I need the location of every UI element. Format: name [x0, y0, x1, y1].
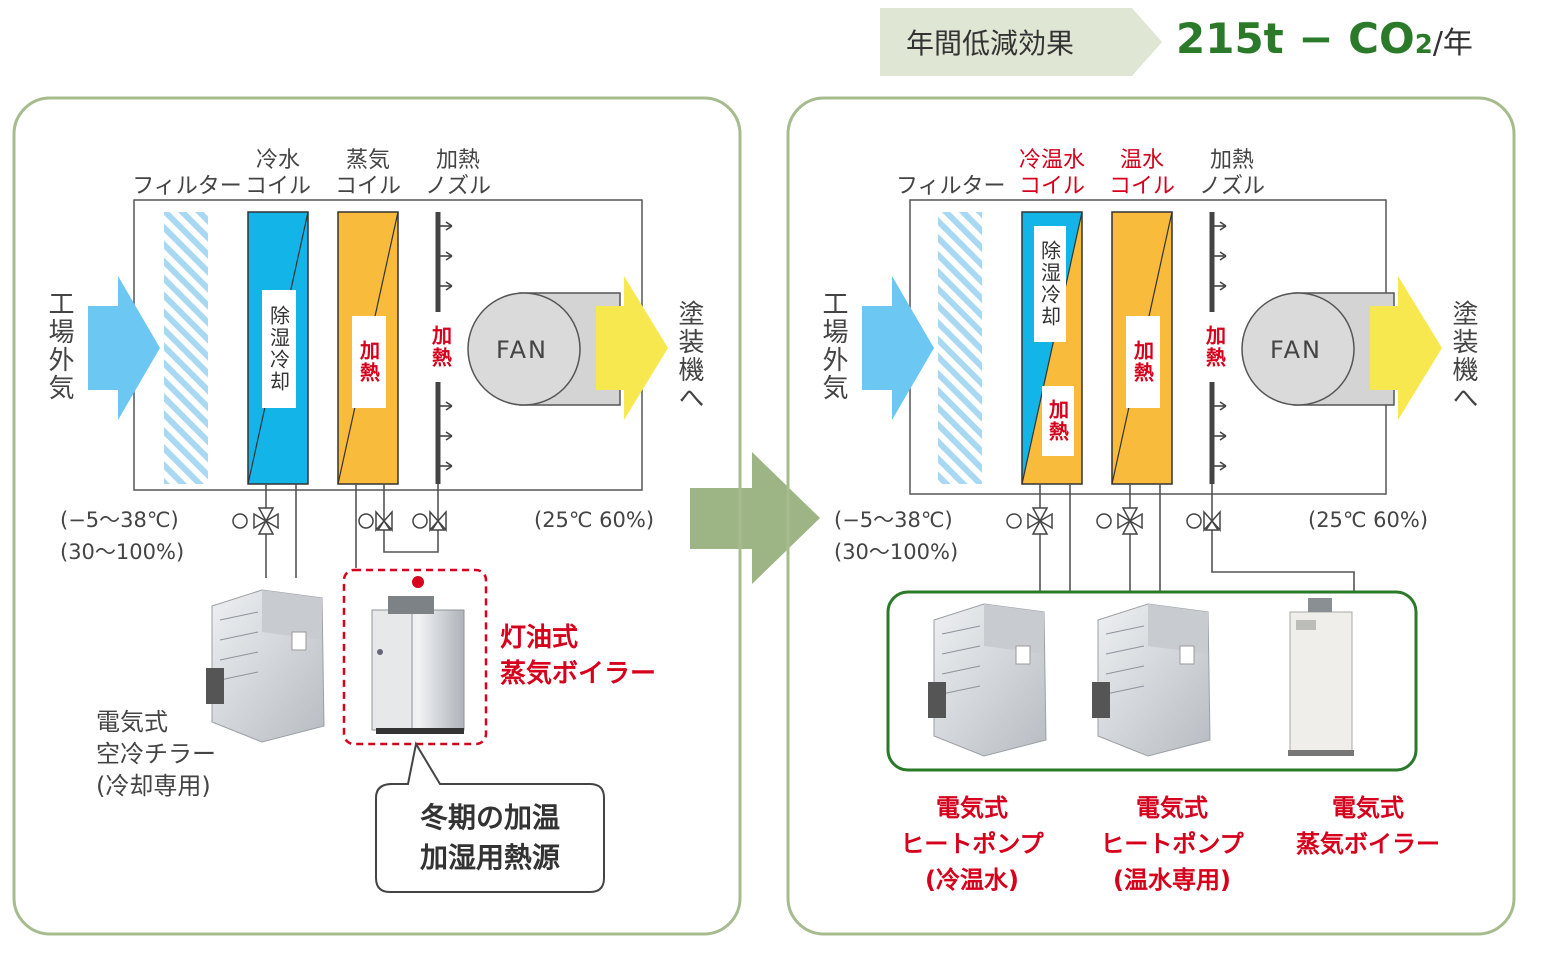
before-outlet-label: 塗装機へ — [674, 300, 704, 412]
after-electric-boiler-label: 電気式 蒸気ボイラー — [1276, 790, 1460, 862]
after-nozzle-text: 加熱 — [1200, 312, 1230, 382]
before-nozzle-label-line2: ノズル — [424, 174, 491, 199]
equipment-group — [886, 590, 1418, 772]
before-coil1-label-line2: コイル — [244, 174, 311, 199]
after-electric-boiler-image — [1288, 598, 1354, 756]
after-intake-temp: (−5〜38℃) — [834, 508, 953, 532]
transition-arrow — [690, 452, 820, 584]
before-boiler-image — [371, 576, 465, 734]
after-heatpump2-label-line1: 電気式 — [1136, 794, 1208, 822]
before-coil2-label: 蒸気 コイル — [328, 148, 408, 200]
before-boiler-label-line2: 蒸気ボイラー — [500, 659, 657, 689]
after-intake-conditions: (−5〜38℃) (30〜100%) — [834, 504, 958, 568]
after-coil1-label-line2: コイル — [1018, 174, 1085, 199]
before-boiler-label-line1: 灯油式 — [500, 623, 579, 653]
after-nozzle-label-line1: 加熱 — [1209, 148, 1254, 173]
banner-label: 年間低減効果 — [906, 27, 1075, 60]
after-heatpump1-label-line3: (冷温水) — [925, 866, 1019, 894]
after-heatpump2-label: 電気式 ヒートポンプ (温水専用) — [1082, 790, 1262, 898]
before-intake-temp: (−5〜38℃) — [60, 508, 179, 532]
after-heatpump1-label-line1: 電気式 — [936, 794, 1008, 822]
before-nozzle-text: 加熱 — [426, 312, 456, 382]
before-coil2-text: 加熱 — [352, 316, 386, 408]
before-coil1-text: 除湿冷却 — [262, 290, 296, 408]
before-nozzle-label: 加熱 ノズル — [418, 148, 498, 200]
before-intake-label: 工場外気 — [44, 290, 74, 402]
intake-arrow — [88, 276, 160, 420]
before-unit — [88, 199, 668, 578]
before-boiler-label: 灯油式 蒸気ボイラー — [500, 620, 656, 692]
after-coil2-label-line2: コイル — [1108, 174, 1175, 199]
after-coil1-label: 冷温水 コイル — [1010, 148, 1094, 200]
before-panel — [12, 96, 742, 936]
after-panel — [786, 96, 1516, 936]
after-filter-label: フィルター — [896, 174, 1006, 199]
after-coil2-text: 加熱 — [1126, 316, 1160, 408]
filter — [164, 212, 208, 484]
after-electric-boiler-label-line1: 電気式 — [1332, 794, 1404, 822]
before-chiller-label: 電気式 空冷チラー (冷却専用) — [96, 706, 216, 802]
result-subscript: 2 — [1414, 30, 1433, 60]
after-outlet-label: 塗装機へ — [1448, 300, 1478, 412]
result-value: 215t − CO — [1176, 14, 1415, 63]
after-intake-humidity: (30〜100%) — [834, 540, 959, 564]
before-coil2-label-line2: コイル — [334, 174, 401, 199]
fan — [467, 292, 581, 406]
bubble-line1: 冬期の加温 — [419, 801, 560, 834]
before-fan-label: FAN — [496, 336, 548, 364]
after-heatpump1-label-line2: ヒートポンプ — [900, 830, 1044, 858]
before-coil1-label: 冷水 コイル — [238, 148, 318, 200]
before-chiller-label-line1: 電気式 — [96, 708, 168, 736]
after-heatpump1-label: 電気式 ヒートポンプ (冷温水) — [884, 790, 1060, 898]
after-coil2-label: 温水 コイル — [1102, 148, 1182, 200]
before-chiller-label-line2: 空冷チラー — [96, 740, 216, 768]
before-intake-conditions: (−5〜38℃) (30〜100%) — [60, 504, 184, 568]
after-coil2-label-line1: 温水 — [1119, 148, 1164, 173]
before-nozzle-label-line1: 加熱 — [435, 148, 480, 173]
banner-arrow-shape — [880, 8, 1162, 76]
reduction-result: 215t − CO2/年 — [1176, 14, 1473, 63]
after-unit — [862, 199, 1442, 592]
before-outlet-conditions: (25℃ 60%) — [534, 508, 655, 532]
after-heatpump2-image — [1092, 603, 1211, 757]
before-chiller-label-line3: (冷却専用) — [96, 772, 211, 800]
heat-source-bubble: 冬期の加温 加湿用熱源 — [376, 798, 604, 878]
boiler-highlight — [342, 568, 488, 746]
after-fan-label: FAN — [1270, 336, 1322, 364]
after-heatpump2-label-line2: ヒートポンプ — [1100, 830, 1244, 858]
bubble-line2: 加湿用熱源 — [419, 841, 560, 874]
before-coil1-label-line1: 冷水 — [255, 148, 300, 173]
bubble-shape — [375, 741, 605, 893]
after-coil1-text-top: 除湿冷却 — [1034, 226, 1066, 342]
outlet-arrow — [596, 276, 668, 420]
after-heatpump2-label-line3: (温水専用) — [1113, 866, 1231, 894]
before-chiller-image — [206, 589, 325, 743]
after-coil1-label-line1: 冷温水 — [1018, 148, 1085, 173]
after-intake-label: 工場外気 — [818, 290, 848, 402]
result-unit: /年 — [1432, 26, 1473, 61]
after-nozzle-label: 加熱 ノズル — [1192, 148, 1272, 200]
after-electric-boiler-label-line2: 蒸気ボイラー — [1296, 830, 1440, 858]
after-heatpump1-image — [928, 603, 1047, 757]
after-outlet-conditions: (25℃ 60%) — [1308, 508, 1429, 532]
before-intake-humidity: (30〜100%) — [60, 540, 185, 564]
after-coil1-text-bottom: 加熱 — [1042, 386, 1074, 456]
before-coil2-label-line1: 蒸気 — [345, 148, 390, 173]
after-nozzle-label-line2: ノズル — [1198, 174, 1265, 199]
before-filter-label: フィルター — [132, 174, 242, 199]
